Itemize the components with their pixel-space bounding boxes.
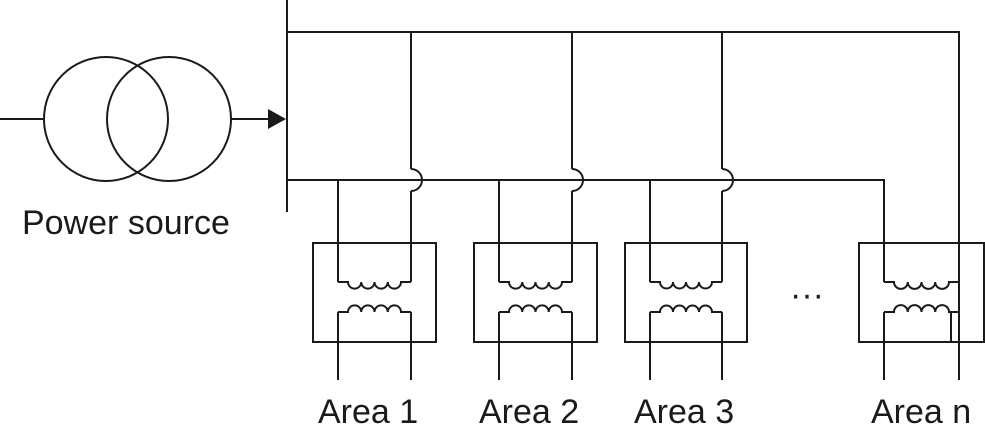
power-source: Power source [0,56,286,242]
crossing-hops [410,168,734,282]
area-label-n: Area n [871,393,971,431]
secondary-winding-icon [650,304,722,313]
area-label-1: Area 1 [318,393,418,431]
arrow-head-icon [268,109,286,129]
transformer-box [624,242,748,343]
primary-winding-icon [884,281,959,290]
power-source-label: Power source [22,204,230,242]
primary-winding-icon [650,281,722,290]
area-labels: Area 1 Area 2 Area 3 Area n [318,393,971,431]
area-transformer-unit [473,242,598,380]
secondary-winding-icon [338,304,411,313]
upper-bus [287,31,960,342]
primary-winding-icon [499,281,572,290]
transformer-box [858,242,985,343]
area-transformer-unit [858,242,985,380]
primary-winding-icon [338,281,411,290]
area-transformer-unit [624,242,748,380]
transformer-symbol-icon [43,56,232,182]
area-transformer-units [312,242,985,380]
lower-bus [287,179,885,282]
secondary-winding-icon [499,304,572,313]
transformer-box [312,242,437,343]
area-label-2: Area 2 [479,393,579,431]
ellipsis: ··· [790,276,824,314]
secondary-winding-icon [884,304,959,313]
area-label-3: Area 3 [634,393,734,431]
transformer-box [473,242,598,343]
area-transformer-unit [312,242,437,380]
